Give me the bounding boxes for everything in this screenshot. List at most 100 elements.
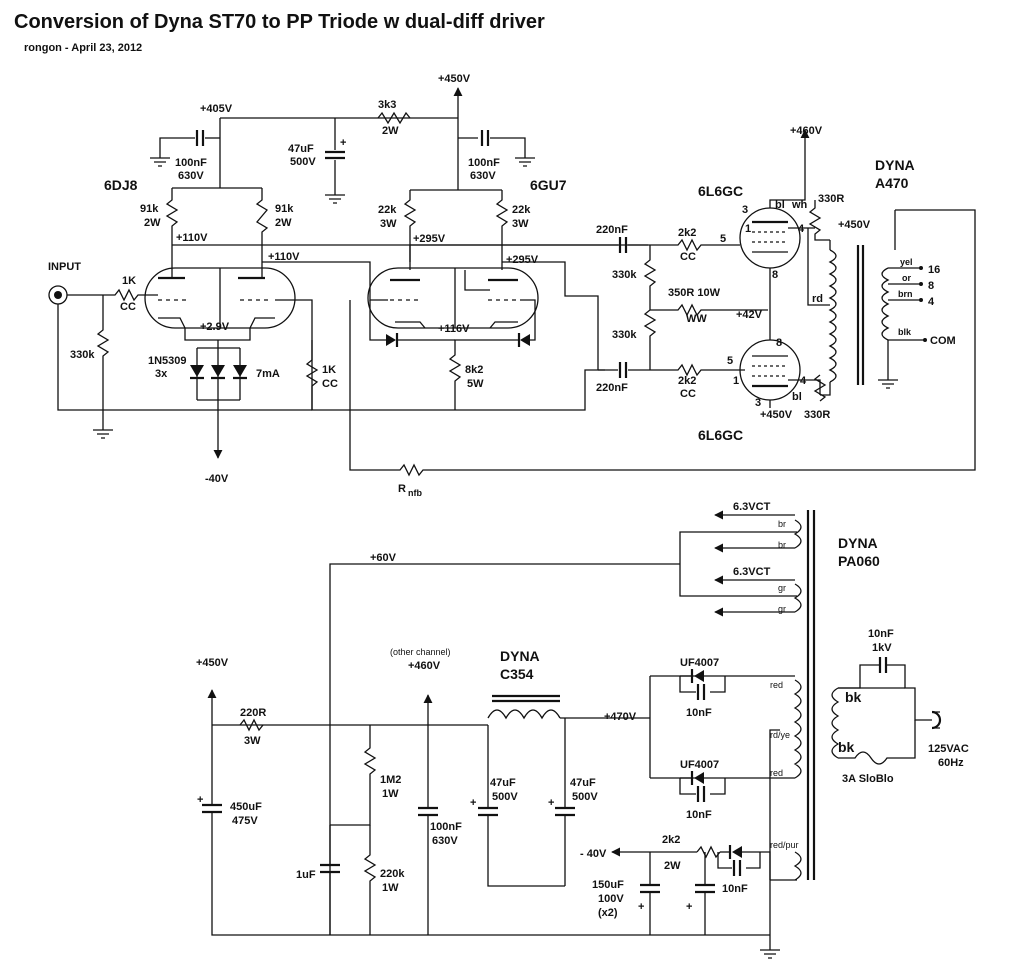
choke-model: C354 [500,666,534,682]
label-c47: 47uF [288,143,314,155]
c1u: 1uF [296,869,316,881]
diode-b-c: 10nF [686,809,712,821]
tube-out-name-bottom: 6L6GC [698,427,743,443]
pin3-bot: 3 [755,397,761,409]
r8k2: 8k2 [465,364,483,376]
label-v110b: +110V [268,251,300,263]
r220-w: 3W [244,735,261,747]
pin8-bot: 8 [776,337,782,349]
c150u: 150uF [592,879,624,891]
input-label: INPUT [48,261,81,273]
tube2-name: 6GU7 [530,177,567,193]
c450: 450uF [230,801,262,813]
xfmr-name: DYNA [875,157,915,173]
r22k-a: 22k [378,204,397,216]
r-in-type: CC [120,301,136,313]
r330k-a: 330k [612,269,637,281]
label-v450-xfmr: +450V [838,219,871,231]
c-pri: 10nF [868,628,894,640]
label-v450: +450V [438,73,471,85]
bl-bot: bl [792,391,802,403]
label-3k3: 3k3 [378,99,396,111]
pin5-top: 5 [720,233,726,245]
diode-ccs: 1N5309 [148,355,187,367]
diode-count: 3x [155,368,168,380]
tube1-6dj8 [144,267,605,411]
r220: 220R [240,707,266,719]
label-3k3-watt: 2W [382,125,399,137]
pt-name: DYNA [838,535,878,551]
r1m2-w: 1W [382,788,399,800]
tap4: 4 [928,296,935,308]
r-grid: 330k [70,349,95,361]
r-in: 1K [122,275,136,287]
pt-model: PA060 [838,553,880,569]
pin8-top: 8 [772,269,778,281]
label-v116: +116V [438,323,470,335]
tap-or: or [902,273,911,283]
red-a: red [770,680,783,690]
pin1-top: 1 [745,223,751,235]
tube2-6gu7 [262,261,539,410]
br-b: br [778,540,786,550]
b-plus-rail [150,87,535,204]
r350-type: WW [686,313,707,325]
r330r-top: 330R [818,193,844,205]
r2k2-psu-w: 2W [664,860,681,872]
c150u-v: 100V [598,893,624,905]
r350: 350R 10W [668,287,721,299]
pin5-bot: 5 [727,355,733,367]
label-v460: +460V [790,125,823,137]
heater-a: 6.3VCT [733,501,771,513]
pin4-bot: 4 [800,375,807,387]
choke-filter [212,694,575,935]
c47-a-v: 500V [492,791,518,803]
r22k-b-w: 3W [512,218,529,230]
plus-c: + [197,794,203,806]
label-c1-v: 630V [178,170,204,182]
diode-a: UF4007 [680,657,719,669]
coupling-network [410,237,768,378]
r91k-a: 91k [140,203,159,215]
heater-windings [329,510,816,935]
output-transformer [807,210,927,396]
tap16: 16 [928,264,940,276]
pt-primary [831,657,942,765]
pin1-bot: 1 [733,375,739,387]
other-channel: (other channel) [390,647,451,657]
fuse: 3A SloBlo [842,773,894,785]
plus-d: + [638,901,644,913]
bk-b: bk [838,739,855,755]
v450-screen: +450V [760,409,793,421]
gr-a: gr [778,583,786,593]
rnfb: R [398,483,406,495]
label-v42: +42V [736,309,763,321]
heater-b: 6.3VCT [733,566,771,578]
r2k2-psu: 2k2 [662,834,680,846]
page-title: Conversion of Dyna ST70 to PP Triode w d… [14,11,545,33]
c47-b: 47uF [570,777,596,789]
c47-b-v: 500V [572,791,598,803]
r2k2-a: 2k2 [678,227,696,239]
label-v470: +470V [604,711,637,723]
plus-b: + [548,797,554,809]
c100n-psu-v: 630V [432,835,458,847]
c150u-x2: (x2) [598,907,618,919]
tap-com: COM [930,335,956,347]
c450-v: 475V [232,815,258,827]
tap-brn: brn [898,289,913,299]
r1k-2: 1K [322,364,336,376]
label-v450-psu: +450V [196,657,229,669]
label-c47-v: 500V [290,156,316,168]
r8k2-w: 5W [467,378,484,390]
input-jack[interactable] [48,285,68,305]
c-pri-v: 1kV [872,642,892,654]
redye: rd/ye [770,730,790,740]
c220n-b: 220nF [596,382,628,394]
r2k2-a-type: CC [680,251,696,263]
label-v295b: +295V [506,254,539,266]
r91k-b-w: 2W [275,217,292,229]
label-v29: +2.9V [200,321,230,333]
choke-name: DYNA [500,648,540,664]
